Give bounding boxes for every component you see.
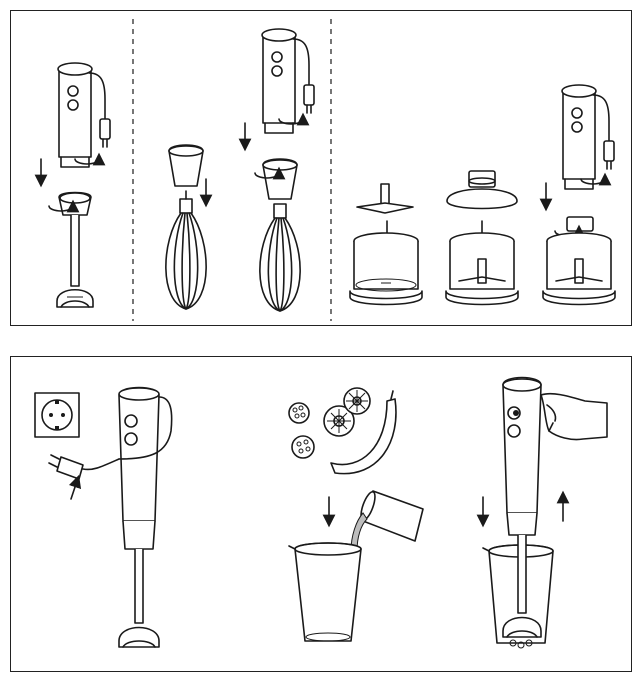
chopper-lid-icon <box>445 170 519 306</box>
assembly-panel <box>10 10 632 326</box>
arrow-up-icon <box>68 474 82 500</box>
power-socket-icon <box>34 392 80 438</box>
chopper-assembled-icon <box>539 84 616 306</box>
hand-blender-icon <box>118 386 173 648</box>
hand-blender-icon <box>34 62 111 308</box>
hand-blender-icon <box>502 376 542 649</box>
usage-panel <box>10 356 632 672</box>
chopper-bowl-icon <box>349 183 423 306</box>
whisk-icon <box>165 144 213 310</box>
hand-icon <box>513 392 608 441</box>
plug-icon <box>48 454 120 500</box>
whisk-assembled-icon <box>238 28 315 312</box>
beaker-icon <box>288 542 362 642</box>
fruit-icon <box>288 387 397 475</box>
pouring-cup-icon <box>350 490 424 552</box>
